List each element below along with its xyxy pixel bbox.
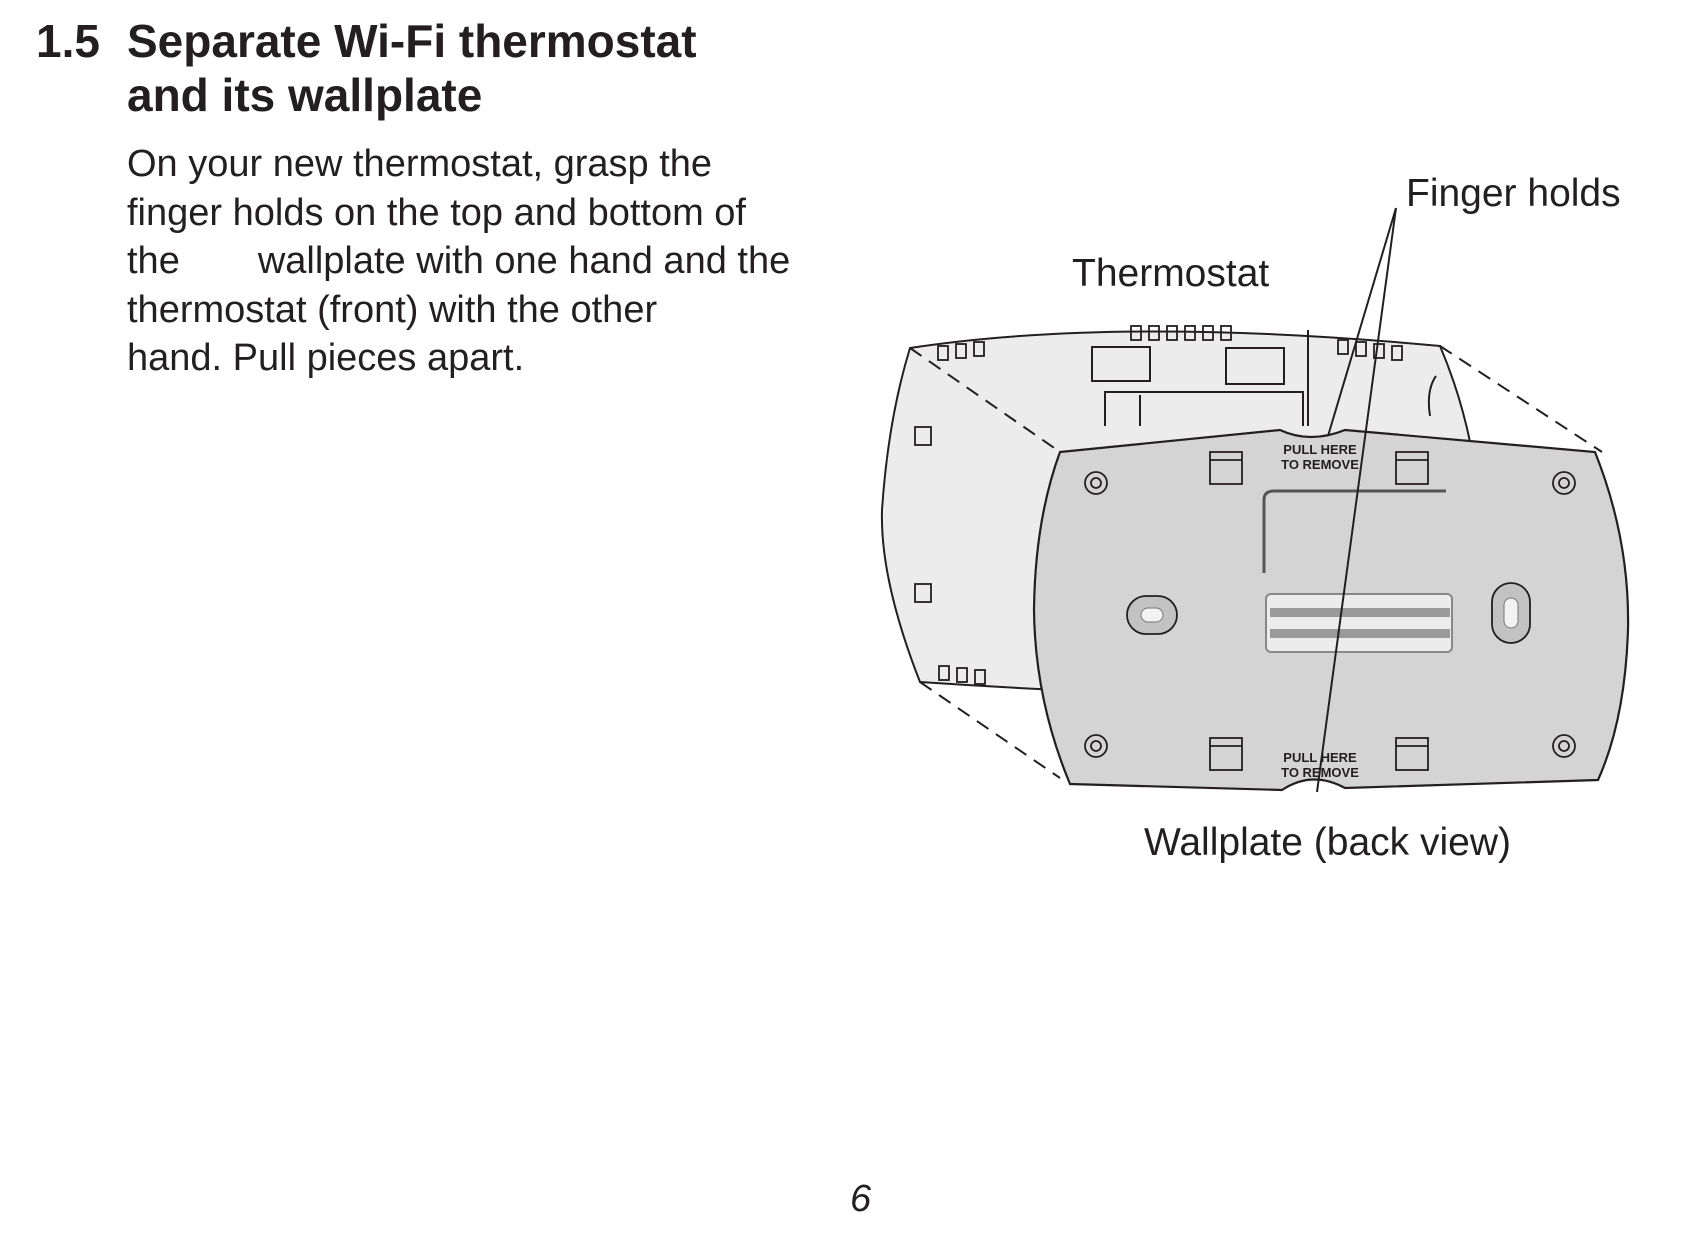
wire-opening: [1265, 593, 1453, 653]
pull-here-top-line-1: PULL HERE: [1283, 442, 1357, 457]
thermostat-wallplate-illustration: PULL HERE TO REMOVE PULL HERE TO REMOVE: [880, 207, 1630, 793]
instruction-line-4: thermostat (front) with the other: [127, 288, 658, 331]
thermostat-label: Thermostat: [1072, 252, 1270, 295]
finger-holds-label: Finger holds: [1406, 172, 1621, 215]
pull-here-bottom-line-1: PULL HERE: [1283, 750, 1357, 765]
instruction-line-3-end: wallplate with one hand and the: [257, 240, 791, 282]
section-number: 1.5: [36, 15, 100, 67]
dashed-guide-lines: [909, 345, 1603, 779]
pull-here-top-line-2: TO REMOVE: [1281, 457, 1359, 472]
instruction-line-3-start: the: [127, 240, 180, 282]
wallplate-drawing: PULL HERE TO REMOVE PULL HERE TO REMOVE: [1032, 428, 1630, 792]
section-title-line-1: Separate Wi-Fi thermostat: [127, 15, 697, 67]
instruction-line-5: hand. Pull pieces apart.: [127, 337, 525, 379]
page-number: 6: [850, 1178, 872, 1220]
section-title: Separate Wi-Fi thermostat and its wallpl…: [127, 14, 697, 122]
instruction-line-1: On your new thermostat, grasp the: [127, 143, 713, 185]
section-title-line-2: and its wallplate: [127, 69, 483, 121]
instruction-line-3: the wallplate with one hand and the: [127, 237, 790, 286]
instruction-paragraph: On your new thermostat, grasp the finger…: [127, 140, 790, 383]
instruction-line-2: finger holds on the top and bottom of: [127, 191, 746, 234]
finger-holds-leader-lines: [1316, 207, 1397, 793]
wallplate-label: Wallplate (back view): [1144, 821, 1511, 864]
